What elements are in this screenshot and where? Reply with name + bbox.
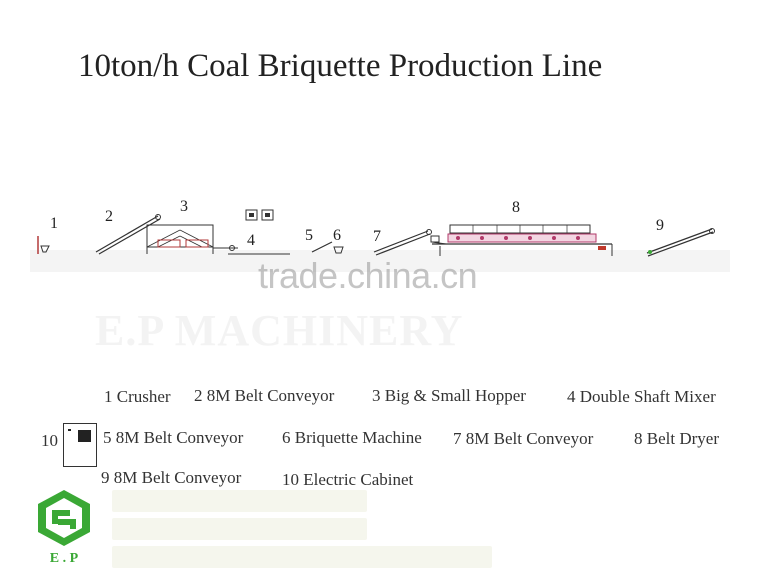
legend-item-3: 3 Big & Small Hopper <box>372 386 526 405</box>
page-title: 10ton/h Coal Briquette Production Line <box>78 48 603 84</box>
legend-item-8: 8 Belt Dryer <box>634 429 719 448</box>
machine-number-2: 2 <box>105 208 113 225</box>
belt-conveyor-9 <box>646 228 715 257</box>
legend-item-1: 1 Crusher <box>104 387 171 406</box>
brand-watermark: E.P MACHINERY <box>95 306 464 355</box>
briquette-machine <box>311 241 344 254</box>
belt-conveyor-7 <box>373 229 432 256</box>
crusher <box>37 236 50 254</box>
machine-number-1: 1 <box>50 215 58 232</box>
legend-item-6: 6 Briquette Machine <box>282 428 422 447</box>
machine-number-8: 8 <box>512 199 520 216</box>
legend-item-5: 5 8M Belt Conveyor <box>103 428 244 447</box>
ground-shadow <box>30 250 730 272</box>
machine-number-9: 9 <box>656 217 664 234</box>
legend-item-9: 9 8M Belt Conveyor <box>101 468 242 487</box>
legend-item-7: 7 8M Belt Conveyor <box>453 429 594 448</box>
machine-number-4: 4 <box>247 232 255 249</box>
machine-number-5: 5 <box>305 227 313 244</box>
double-shaft-mixer <box>213 209 290 255</box>
faint-text-bands <box>112 490 492 574</box>
big-small-hopper <box>146 224 214 254</box>
legend-item-4: 4 Double Shaft Mixer <box>567 387 716 406</box>
machine-number-3: 3 <box>180 198 188 215</box>
production-line-diagram <box>30 209 730 272</box>
legend-item-10-label: 10 <box>41 431 58 450</box>
machine-number-7: 7 <box>373 228 381 245</box>
legend-item-2: 2 8M Belt Conveyor <box>194 386 335 405</box>
belt-dryer <box>430 224 613 256</box>
site-watermark: trade.china.cn <box>258 255 478 296</box>
legend-item-10: 10 Electric Cabinet <box>282 470 414 489</box>
logo-text: E . P <box>50 551 79 566</box>
machine-number-6: 6 <box>333 227 341 244</box>
ep-logo-icon: E . P <box>38 490 90 566</box>
electric-cabinet-icon <box>63 423 97 467</box>
